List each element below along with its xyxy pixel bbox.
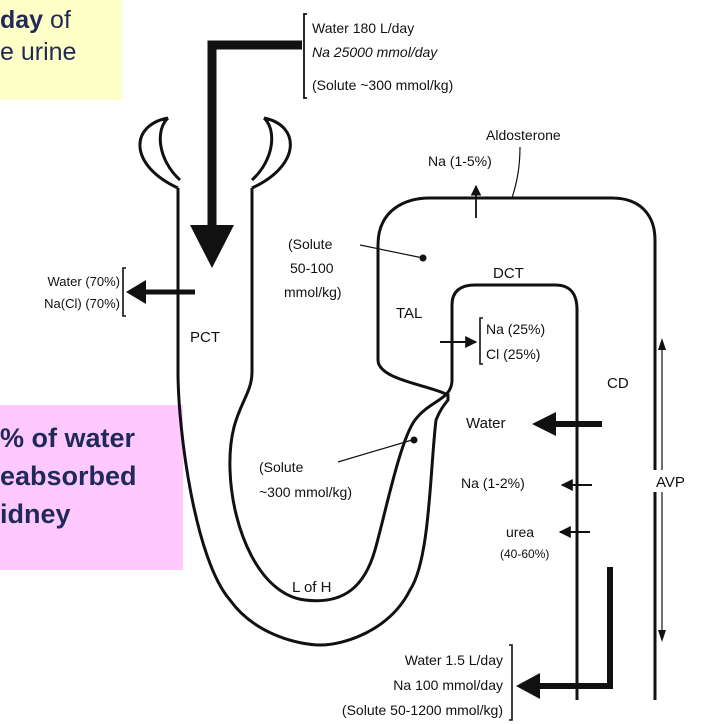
callout-top-line2: e urine — [0, 36, 122, 68]
urine-na: Na 100 mmol/day — [393, 677, 503, 693]
loop-label: L of H — [292, 579, 331, 596]
cd-urea: urea — [506, 524, 534, 540]
tal-cl: Cl (25%) — [486, 346, 540, 362]
pct-nacl: Na(Cl) (70%) — [44, 296, 120, 311]
nephron-tube-outer — [178, 188, 655, 700]
avp-arrowhead-bottom — [658, 630, 666, 642]
urine-output-arrow — [538, 567, 610, 686]
callout-top-line1: day of — [0, 4, 122, 36]
pct-water: Water (70%) — [48, 274, 120, 289]
pct-label: PCT — [190, 329, 220, 346]
urine-arrowhead — [516, 673, 540, 699]
pct-arrowhead — [126, 280, 146, 304]
tal-solute-line3: mmol/kg) — [284, 284, 342, 300]
urine-solute: (Solute 50-1200 mmol/kg) — [342, 702, 503, 718]
tal-label: TAL — [396, 305, 422, 322]
tal-na: Na (25%) — [486, 321, 545, 337]
loop-solute-dot — [411, 437, 418, 444]
tal-solute-pointer — [360, 245, 423, 258]
tal-bracket — [480, 318, 483, 364]
loop-solute-line2: ~300 mmol/kg) — [259, 484, 352, 500]
filtrate-na: Na 25000 mmol/day — [312, 44, 438, 60]
cd-na: Na (1-2%) — [461, 475, 525, 491]
avp-arrowhead-top — [658, 338, 666, 350]
pct-bracket — [123, 268, 126, 316]
dct-label: DCT — [493, 265, 524, 282]
cd-water-arrowhead — [532, 412, 556, 436]
urine-water: Water 1.5 L/day — [405, 652, 503, 668]
cd-label: CD — [607, 375, 629, 392]
dct-na: Na (1-5%) — [428, 153, 492, 169]
callout-top: day of e urine — [0, 0, 122, 100]
callout-mid: % of water eabsorbed idney — [0, 405, 183, 570]
cd-water: Water — [466, 415, 505, 432]
filtrate-bracket — [304, 14, 307, 98]
filtrate-water: Water 180 L/day — [312, 20, 414, 36]
tal-solute-line1: (Solute — [288, 236, 333, 252]
aldosterone-label: Aldosterone — [486, 127, 561, 143]
callout-top-line1-rest: of — [43, 6, 71, 34]
tal-solute-dot — [420, 255, 427, 262]
filtrate-solute: (Solute ~300 mmol/kg) — [312, 77, 453, 93]
aldosterone-pointer — [512, 147, 520, 198]
callout-mid-line1: % of water — [0, 419, 183, 457]
cd-urea-pct: (40-60%) — [500, 547, 549, 561]
callout-mid-line3: idney — [0, 495, 183, 533]
nephron-tube-inner — [230, 188, 577, 700]
urine-bracket — [509, 645, 512, 720]
loop-solute-line1: (Solute — [259, 459, 304, 475]
avp-label: AVP — [656, 474, 685, 491]
tal-solute-line2: 50-100 — [290, 260, 334, 276]
callout-mid-line2: eabsorbed — [0, 457, 183, 495]
callout-top-bold: day — [0, 6, 43, 34]
filtrate-arrowhead — [190, 225, 234, 268]
